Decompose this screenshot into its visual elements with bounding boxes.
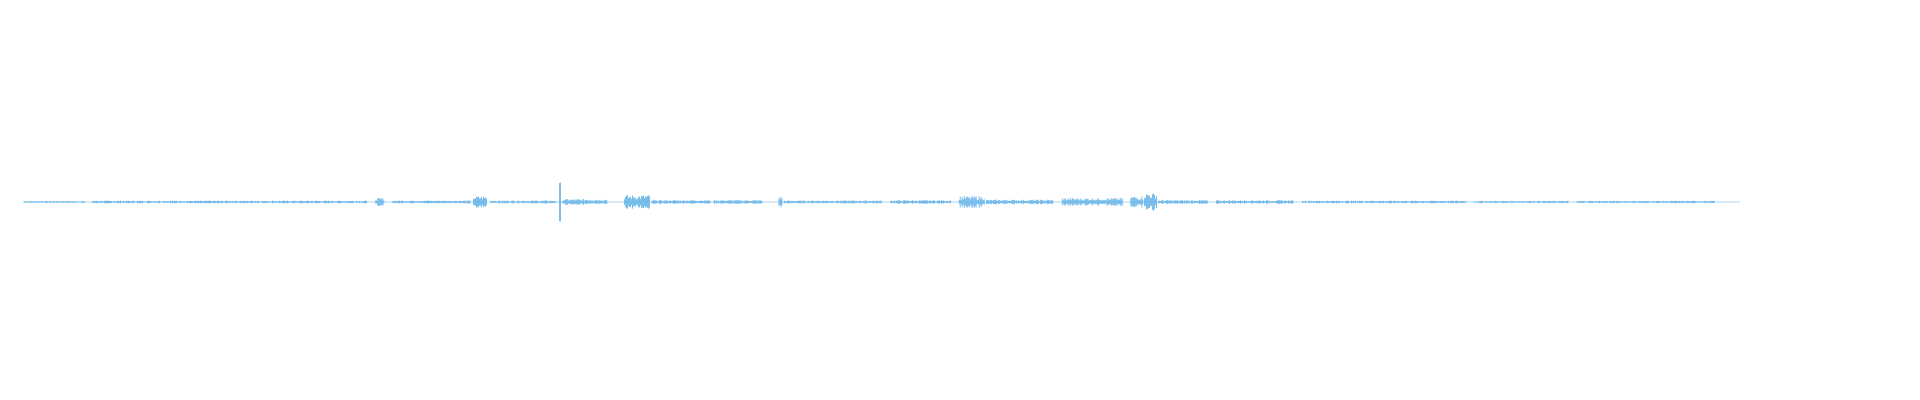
waveform-panel[interactable] — [0, 0, 1920, 400]
audio-waveform[interactable] — [0, 0, 1920, 400]
